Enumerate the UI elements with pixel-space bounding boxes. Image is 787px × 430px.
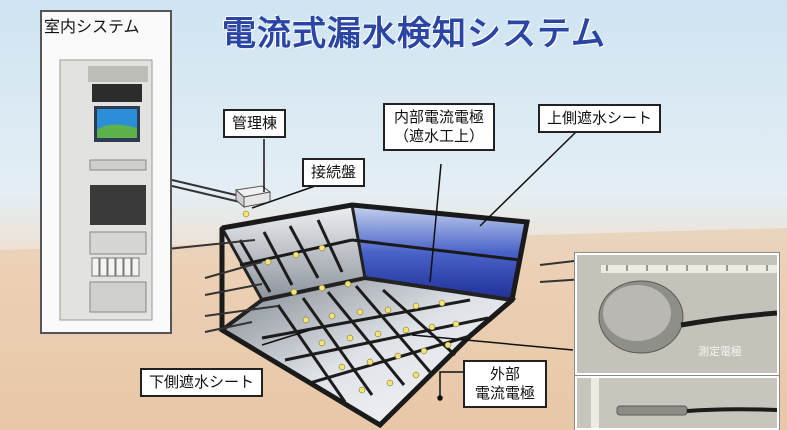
indoor-system-label: 室内システム <box>44 17 140 36</box>
electrode-cable-side <box>686 407 777 413</box>
electrode-photo-bottom <box>575 376 779 430</box>
internal-electrode-label-line1: 内部電流電極 <box>394 108 485 126</box>
sheet-grid <box>238 219 489 403</box>
electrode-cable <box>680 310 777 328</box>
electrode-disc-image <box>577 255 777 373</box>
electrode-disc-face <box>603 285 671 341</box>
ruler-vertical <box>591 378 599 428</box>
page-title: 電流式漏水検知システム <box>222 14 606 54</box>
electrode-disc-side <box>616 405 688 416</box>
leader-lines <box>251 129 579 401</box>
external-electrode-label: 外部 電流電極 <box>463 360 548 408</box>
berm-line <box>351 238 521 262</box>
ruler-ticks <box>606 265 768 271</box>
basin-rim <box>219 202 530 429</box>
external-electrode-label-line2: 電流電極 <box>475 384 536 402</box>
lower-waterproof-sheet-label: 下側遮水シート <box>140 368 264 397</box>
measurement-electrode-label: 測定電極 <box>698 345 742 358</box>
external-electrode-label-line1: 外部 <box>490 365 521 383</box>
electrode-photo-top: 測定電極 <box>575 253 779 375</box>
junction-box-label: 接続盤 <box>302 158 366 187</box>
internal-electrode-label-line2: （遮水工上） <box>394 127 485 145</box>
internal-electrode-label: 内部電流電極 （遮水工上） <box>383 103 496 151</box>
upper-waterproof-sheet-wall <box>352 205 527 300</box>
electrode-side-image <box>577 378 777 428</box>
upper-waterproof-sheet-label: 上側遮水シート <box>538 104 662 133</box>
management-building-label: 管理棟 <box>223 109 287 138</box>
indoor-system-panel <box>40 10 172 334</box>
ruler <box>601 265 777 273</box>
electrode-dots <box>242 210 460 394</box>
